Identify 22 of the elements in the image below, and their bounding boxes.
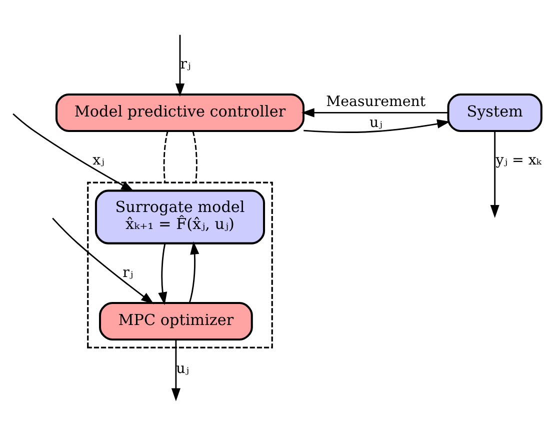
arrow bbox=[171, 340, 180, 402]
edge-label: Measurement bbox=[326, 94, 426, 110]
node-box: System bbox=[447, 94, 542, 132]
edge-label: rⱼ bbox=[122, 264, 134, 281]
arrow bbox=[12, 113, 134, 192]
node-box: Surrogate model x̂ₖ₊₁ = F̂(x̂ⱼ, uⱼ) bbox=[94, 190, 266, 244]
arrow bbox=[304, 119, 450, 133]
arrow bbox=[52, 218, 154, 304]
arrow bbox=[490, 131, 500, 218]
edge-label: xⱼ bbox=[92, 152, 104, 169]
arrow bbox=[301, 108, 448, 118]
connector bbox=[192, 130, 198, 183]
edge-label: uⱼ bbox=[369, 115, 382, 132]
connector bbox=[163, 130, 168, 183]
arrow bbox=[188, 241, 200, 304]
arrow bbox=[158, 243, 168, 306]
node-box: Model predictive controller bbox=[55, 94, 304, 132]
arrow bbox=[175, 34, 185, 96]
node-box: MPC optimizer bbox=[99, 302, 253, 340]
edge-label: yⱼ = xₖ bbox=[496, 152, 542, 169]
edge-label: uⱼ bbox=[176, 361, 189, 378]
edge-label: rⱼ bbox=[180, 56, 191, 72]
